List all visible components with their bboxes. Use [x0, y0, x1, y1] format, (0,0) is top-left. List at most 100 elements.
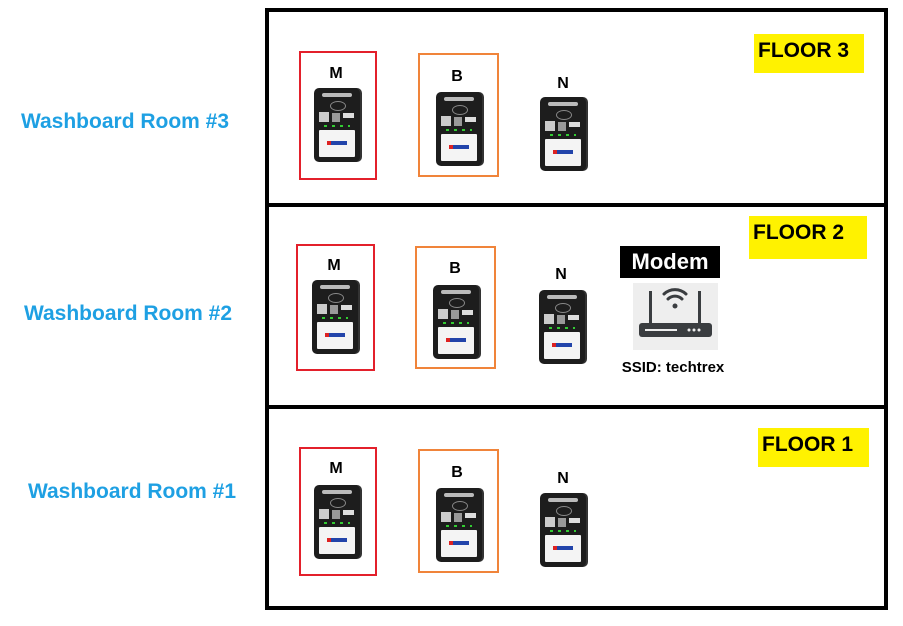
qr-code	[317, 304, 327, 314]
payment-terminal-device	[312, 280, 358, 354]
status-leds	[446, 129, 472, 131]
floor-label-1: FLOOR 1	[758, 428, 869, 467]
status-leds	[324, 125, 350, 127]
nfc-icon	[449, 298, 465, 308]
screen-logo	[449, 145, 469, 149]
payment-terminal-device	[540, 493, 586, 567]
device-label-b: B	[451, 464, 463, 481]
device-screen	[545, 535, 581, 562]
status-leds	[443, 322, 469, 324]
screen-logo	[553, 150, 573, 154]
brand-logo	[320, 285, 350, 289]
screen-logo	[327, 141, 347, 145]
device-screen	[441, 134, 477, 161]
payment-terminal-device	[539, 290, 585, 364]
brand-logo	[444, 97, 474, 101]
nfc-icon	[452, 501, 468, 511]
screen-logo	[327, 538, 347, 542]
payment-terminal-device	[314, 485, 360, 559]
room-label-2: Washboard Room #2	[23, 302, 233, 325]
device-label-n: N	[555, 266, 567, 283]
card-slot	[451, 310, 459, 319]
nfc-icon	[556, 506, 572, 516]
status-leds	[549, 327, 575, 329]
card-slot	[332, 113, 340, 122]
status-leds	[446, 525, 472, 527]
brand-logo	[548, 498, 578, 502]
ssid-label: SSID: techtrex	[621, 359, 725, 376]
status-leds	[322, 317, 348, 319]
floor-label-2: FLOOR 2	[749, 216, 867, 259]
qr-code	[545, 121, 555, 131]
status-leds	[324, 522, 350, 524]
card-slot	[557, 315, 565, 324]
wifi-router-icon	[633, 283, 718, 350]
floor-divider	[265, 203, 888, 207]
m-device-box	[299, 51, 377, 180]
qr-code	[545, 517, 555, 527]
payment-terminal-device	[436, 92, 482, 166]
screen-logo	[553, 546, 573, 550]
nfc-icon	[452, 105, 468, 115]
b-device-box	[418, 53, 499, 177]
card-slot	[558, 122, 566, 131]
screen-logo	[552, 343, 572, 347]
device-label-n: N	[557, 75, 569, 92]
card-slot	[330, 305, 338, 314]
brand-logo	[322, 490, 352, 494]
card-slot	[454, 117, 462, 126]
device-label-m: M	[327, 257, 341, 274]
qr-code	[544, 314, 554, 324]
m-device-box	[299, 447, 377, 576]
sticker	[568, 315, 579, 320]
brand-logo	[441, 290, 471, 294]
sticker	[343, 113, 354, 118]
sticker	[465, 513, 476, 518]
qr-code	[441, 116, 451, 126]
device-label-m: M	[329, 460, 343, 477]
modem-label: Modem	[620, 246, 720, 278]
sticker	[343, 510, 354, 515]
brand-logo	[444, 493, 474, 497]
payment-terminal-device	[540, 97, 586, 171]
floor-divider	[265, 405, 888, 409]
room-label-3: Washboard Room #3	[20, 110, 230, 133]
status-leds	[550, 134, 576, 136]
device-label-b: B	[451, 68, 463, 85]
device-screen	[545, 139, 581, 166]
screen-logo	[449, 541, 469, 545]
sticker	[465, 117, 476, 122]
card-slot	[558, 518, 566, 527]
sticker	[462, 310, 473, 315]
device-screen	[441, 530, 477, 557]
card-slot	[332, 510, 340, 519]
brand-logo	[547, 295, 577, 299]
room-label-1: Washboard Room #1	[27, 480, 237, 503]
sticker	[569, 518, 580, 523]
qr-code	[319, 112, 329, 122]
device-label-m: M	[329, 65, 343, 82]
qr-code	[441, 512, 451, 522]
device-screen	[319, 527, 355, 554]
brand-logo	[322, 93, 352, 97]
nfc-icon	[328, 293, 344, 303]
floor-label-3: FLOOR 3	[754, 34, 864, 73]
sticker	[341, 305, 352, 310]
brand-logo	[548, 102, 578, 106]
payment-terminal-device	[436, 488, 482, 562]
nfc-icon	[556, 110, 572, 120]
payment-terminal-device	[314, 88, 360, 162]
screen-logo	[325, 333, 345, 337]
b-device-box	[418, 449, 499, 573]
m-device-box	[296, 244, 375, 371]
device-label-b: B	[449, 260, 461, 277]
device-screen	[319, 130, 355, 157]
nfc-icon	[555, 303, 571, 313]
qr-code	[319, 509, 329, 519]
status-leds	[550, 530, 576, 532]
card-slot	[454, 513, 462, 522]
qr-code	[438, 309, 448, 319]
device-label-n: N	[557, 470, 569, 487]
nfc-icon	[330, 498, 346, 508]
device-screen	[317, 322, 353, 349]
